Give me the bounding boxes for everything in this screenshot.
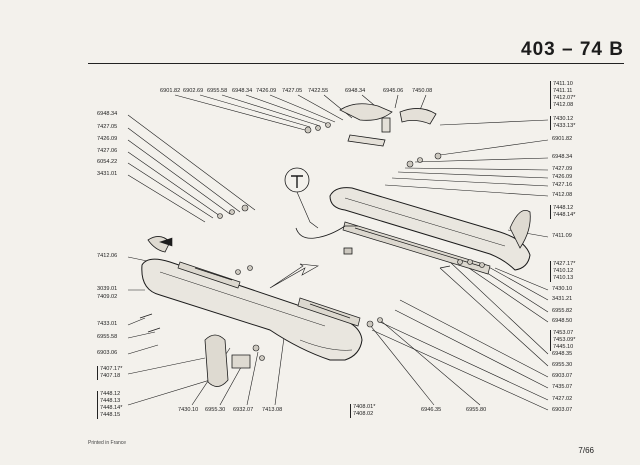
- label: 7408.02: [353, 411, 374, 417]
- label: 6955.58: [97, 334, 118, 340]
- label: 6901.82: [552, 136, 573, 142]
- label: 7411.11: [553, 88, 573, 94]
- label: 7426.09: [97, 136, 118, 142]
- label: 7448.12: [553, 205, 574, 211]
- model-number: 403: [521, 39, 556, 60]
- label: 7427.09: [552, 166, 573, 172]
- label: 6955.82: [552, 308, 573, 314]
- label: 7409.02: [97, 294, 118, 300]
- label: 7430.12: [553, 116, 574, 122]
- label: 6948.50: [552, 318, 573, 324]
- front-bumper-bar: [329, 187, 531, 271]
- label: 3431.01: [97, 171, 118, 177]
- label: 7448.12: [100, 391, 121, 397]
- label: 7448.14*: [553, 212, 576, 218]
- label: 7426.09: [552, 174, 573, 180]
- label: 6901.82: [160, 88, 181, 94]
- label: 6903.07: [552, 373, 573, 379]
- label-group: 7427.17* 7410.12 7410.13: [550, 261, 575, 282]
- fastener-set: [217, 122, 485, 361]
- label: 7430.10: [178, 407, 199, 413]
- label: 6948.34: [552, 154, 573, 160]
- label: 7427.05: [97, 124, 118, 130]
- label: 6955.30: [552, 362, 573, 368]
- label-group: 7407.17* 7407.18: [97, 366, 122, 380]
- page-header: 403 – 74 B: [521, 39, 624, 61]
- label-group: 7448.12 7448.13 7448.14* 7448.15: [97, 391, 122, 419]
- label: 6948.34: [232, 88, 253, 94]
- header-dash: –: [562, 39, 574, 60]
- label: 7408.01*: [353, 404, 376, 410]
- label: 7413.08: [262, 407, 283, 413]
- label: 7427.02: [552, 396, 573, 402]
- label: 7448.13: [100, 398, 121, 404]
- left-mounting-bracket: [204, 334, 251, 387]
- label: 7427.16: [552, 182, 573, 188]
- label: 6948.34: [345, 88, 366, 94]
- label: 6955.58: [207, 88, 228, 94]
- label: 6955.30: [205, 407, 226, 413]
- label: 7433.01: [97, 321, 118, 327]
- label: 7433.13*: [553, 123, 576, 129]
- label: 6946.35: [421, 407, 442, 413]
- detail-callout: [284, 167, 319, 229]
- label: 7411.10: [553, 81, 573, 87]
- printed-note: Printed in France: [88, 440, 127, 446]
- label: 7412.08: [553, 102, 574, 108]
- label: 7412.08: [552, 192, 573, 198]
- label: 6903.07: [552, 407, 573, 413]
- label: 7412.07*: [553, 95, 576, 101]
- pins: [139, 265, 451, 333]
- label: 7427.17*: [553, 261, 576, 267]
- section-code: 74 B: [579, 39, 624, 60]
- label: 7427.06: [97, 148, 118, 154]
- label: 7445.10: [553, 344, 574, 350]
- label: 7453.09*: [553, 337, 576, 343]
- label: 7435.07: [552, 384, 573, 390]
- label: 7407.17*: [100, 366, 123, 372]
- rear-reinforcement-strip: [177, 261, 361, 327]
- label-group: 7453.07 7453.09* 7445.10: [550, 330, 575, 351]
- label: 7453.07: [553, 330, 574, 336]
- label: 6945.06: [383, 88, 404, 94]
- label: 7426.09: [256, 88, 277, 94]
- header-rule: [88, 63, 624, 64]
- label: 7450.08: [412, 88, 433, 94]
- label: 6948.35: [552, 351, 573, 357]
- rear-bumper-bar: [141, 258, 363, 361]
- label: 6902.69: [183, 88, 204, 94]
- label-group: 7408.01* 7408.02: [350, 404, 375, 418]
- label: 7448.14*: [100, 405, 123, 411]
- label-group: 7411.10 7411.11 7412.07* 7412.08: [550, 81, 575, 109]
- label-group: 7448.12 7448.14*: [550, 205, 575, 219]
- label: 6054.22: [97, 159, 118, 165]
- label: 7410.13: [553, 275, 574, 281]
- label: 7427.05: [282, 88, 303, 94]
- label: 7422.55: [308, 88, 329, 94]
- direction-arrows: [159, 237, 319, 289]
- label-group: 7430.12 7433.13*: [550, 116, 575, 130]
- top-overrider: [339, 103, 437, 147]
- label: 6903.06: [97, 350, 118, 356]
- label: 7407.18: [100, 373, 121, 379]
- label: 7411.09: [552, 233, 572, 239]
- label: 7448.15: [100, 412, 121, 418]
- label: 7430.10: [552, 286, 573, 292]
- label: 3431.21: [552, 296, 573, 302]
- label: 6955.80: [466, 407, 487, 413]
- label: 6932.07: [233, 407, 254, 413]
- right-end-cap: [509, 209, 531, 249]
- wiring-harness: [295, 225, 358, 255]
- label: 7410.12: [553, 268, 574, 274]
- leader-lines: [127, 94, 549, 411]
- page-number: 7/66: [578, 446, 594, 455]
- label: 6948.34: [97, 111, 118, 117]
- label: 7412.06: [97, 253, 118, 259]
- label: 3039.01: [97, 286, 118, 292]
